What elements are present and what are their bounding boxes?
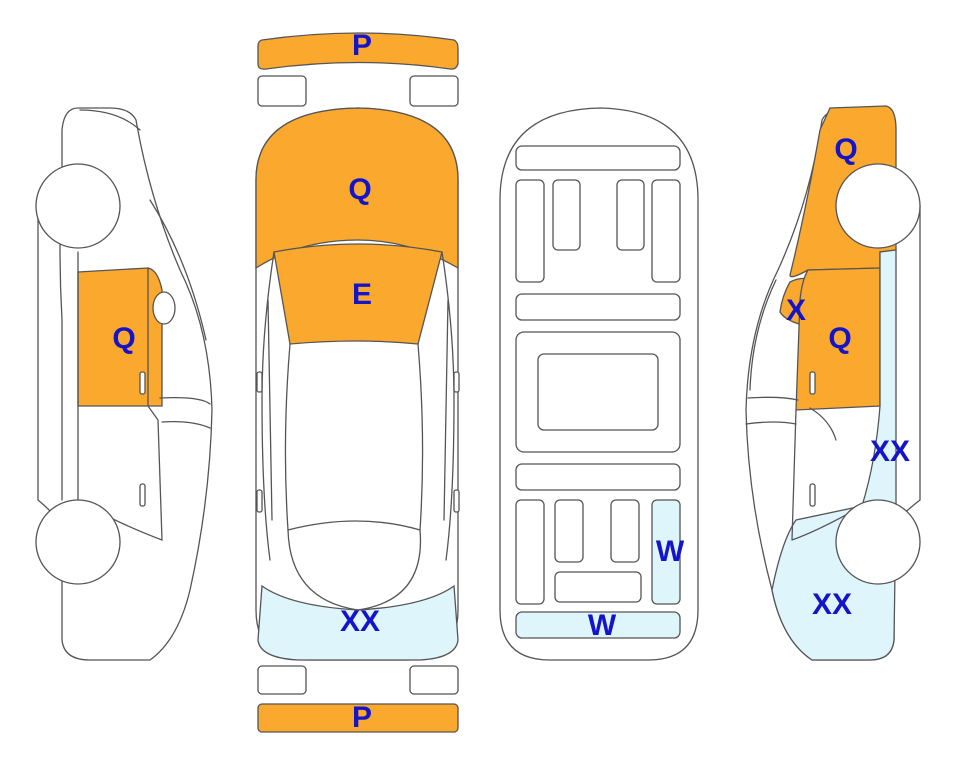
right-door-label: Q	[828, 322, 852, 355]
front-left-lamp	[257, 75, 307, 107]
rear-bumper-panel[interactable]	[257, 703, 459, 733]
top-view	[255, 32, 460, 733]
rear-left-lamp	[257, 665, 307, 695]
windshield-label: E	[351, 278, 373, 311]
right-rear-wheel	[835, 499, 921, 585]
hood-label: Q	[348, 173, 372, 206]
left-front-wheel	[35, 163, 121, 249]
left-side-view	[35, 107, 213, 661]
floor-right-panel[interactable]	[651, 499, 681, 605]
right-side-view	[745, 105, 921, 661]
rear-bumper-label: P	[351, 701, 373, 734]
front-bumper-label: P	[351, 29, 373, 62]
left-door-label: Q	[112, 322, 136, 355]
floor-view	[499, 107, 699, 661]
front-right-lamp	[409, 75, 459, 107]
rear-glass-panel[interactable]	[257, 584, 459, 661]
right-quarter-label: XX	[811, 588, 853, 621]
right-front-wheel	[835, 163, 921, 249]
floor-right-panel-label: W	[655, 535, 685, 568]
left-rear-wheel	[35, 499, 121, 585]
right-door-panel[interactable]	[795, 267, 881, 411]
front-bumper-panel[interactable]	[257, 32, 459, 70]
right-pillar-label: X	[785, 294, 807, 327]
right-rear-glass-label: XX	[869, 435, 911, 468]
floor-rear-panel-label: W	[587, 609, 617, 642]
rear-glass-label: XX	[339, 605, 381, 638]
rear-right-lamp	[409, 665, 459, 695]
hood-panel[interactable]	[255, 107, 459, 270]
floor-rear-panel[interactable]	[515, 611, 681, 639]
right-fender-label: Q	[834, 133, 858, 166]
